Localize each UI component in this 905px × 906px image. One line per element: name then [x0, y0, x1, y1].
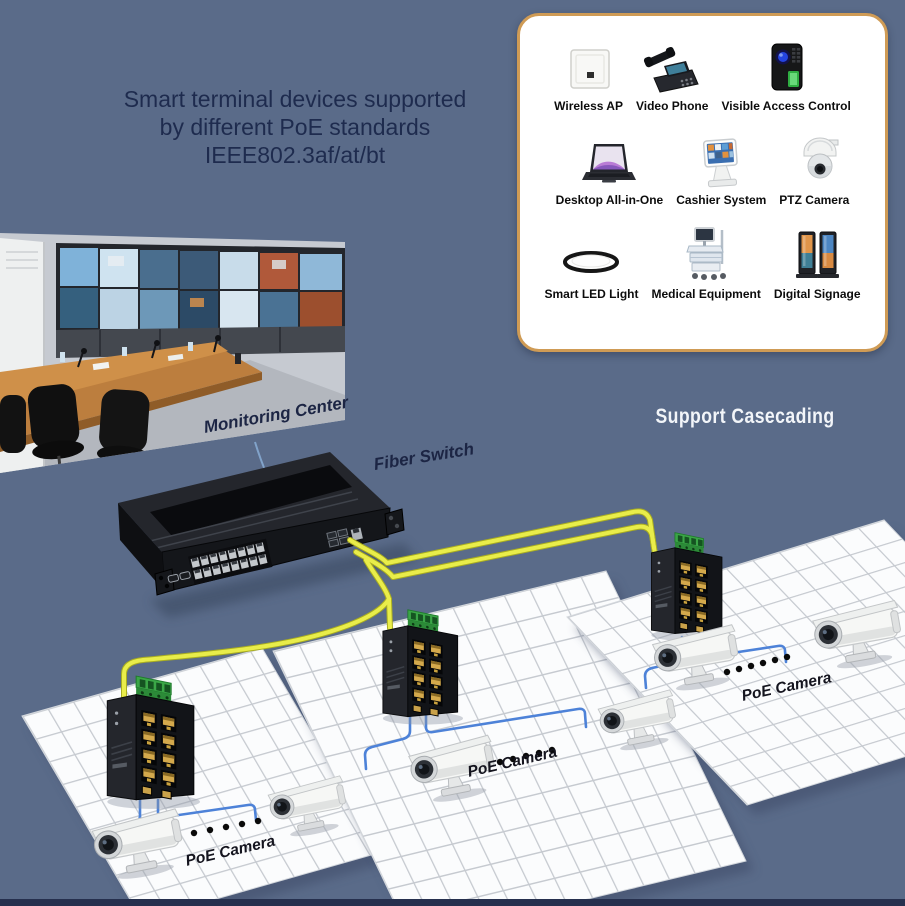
- ptz-camera-icon: [786, 132, 842, 188]
- bottom-bar: [0, 899, 905, 906]
- video-phone-icon: [642, 38, 702, 94]
- device-smart-led-light: Smart LED Light: [544, 226, 638, 301]
- medical-equipment-icon: [677, 226, 735, 282]
- device-desktop-all-in-one: Desktop All-in-One: [555, 132, 664, 207]
- device-video-phone: Video Phone: [636, 38, 708, 113]
- fiber-switch-console-ports: [167, 571, 191, 583]
- poe-switch-right: [650, 532, 728, 642]
- digital-signage-icon: [789, 226, 845, 282]
- cashier-system-icon: [693, 132, 749, 188]
- desktop-all-in-one-icon: [578, 132, 640, 188]
- page-title: Smart terminal devices supported by diff…: [90, 85, 500, 169]
- support-cascading-label: Support Casecading: [655, 405, 835, 428]
- device-label: Cashier System: [676, 193, 767, 207]
- device-label: Smart LED Light: [544, 287, 639, 301]
- monitoring-center-photo: [0, 233, 345, 473]
- device-label: Medical Equipment: [651, 287, 761, 301]
- title-line-2: by different PoE standards: [159, 114, 431, 140]
- fiber-switch-sfp-ports: [326, 527, 363, 548]
- device-row-3: Smart LED Light Medical Equipment: [526, 226, 879, 301]
- title-line-3: IEEE802.3af/at/bt: [204, 142, 386, 168]
- video-wall: [56, 243, 345, 358]
- device-row-1: Wireless AP: [526, 38, 879, 113]
- device-wireless-ap: Wireless AP: [554, 38, 623, 113]
- device-label: Digital Signage: [773, 287, 861, 301]
- fiber-switch-device: [118, 452, 418, 618]
- title-line-1: Smart terminal devices supported: [123, 86, 467, 112]
- continuation-dots-left: [174, 817, 262, 840]
- device-access-control: Visible Access Control: [721, 38, 851, 113]
- access-control-icon: [758, 38, 814, 94]
- smart-led-light-icon: [561, 226, 621, 282]
- device-label: PTZ Camera: [779, 193, 850, 207]
- supported-devices-panel: Wireless AP: [517, 13, 888, 352]
- continuation-dots-right: [723, 653, 791, 676]
- device-label: Video Phone: [635, 99, 709, 113]
- device-label: Desktop All-in-One: [555, 193, 664, 207]
- device-label: Visible Access Control: [721, 99, 851, 113]
- device-cashier-system: Cashier System: [676, 132, 766, 207]
- device-row-2: Desktop All-in-One Cashier: [526, 132, 879, 207]
- device-label: Wireless AP: [554, 99, 623, 113]
- device-digital-signage: Digital Signage: [774, 226, 861, 301]
- fiber-switch-rj45-ports: [188, 538, 273, 585]
- wireless-ap-icon: [561, 38, 617, 94]
- device-medical-equipment: Medical Equipment: [651, 226, 761, 301]
- device-ptz-camera: PTZ Camera: [779, 132, 849, 207]
